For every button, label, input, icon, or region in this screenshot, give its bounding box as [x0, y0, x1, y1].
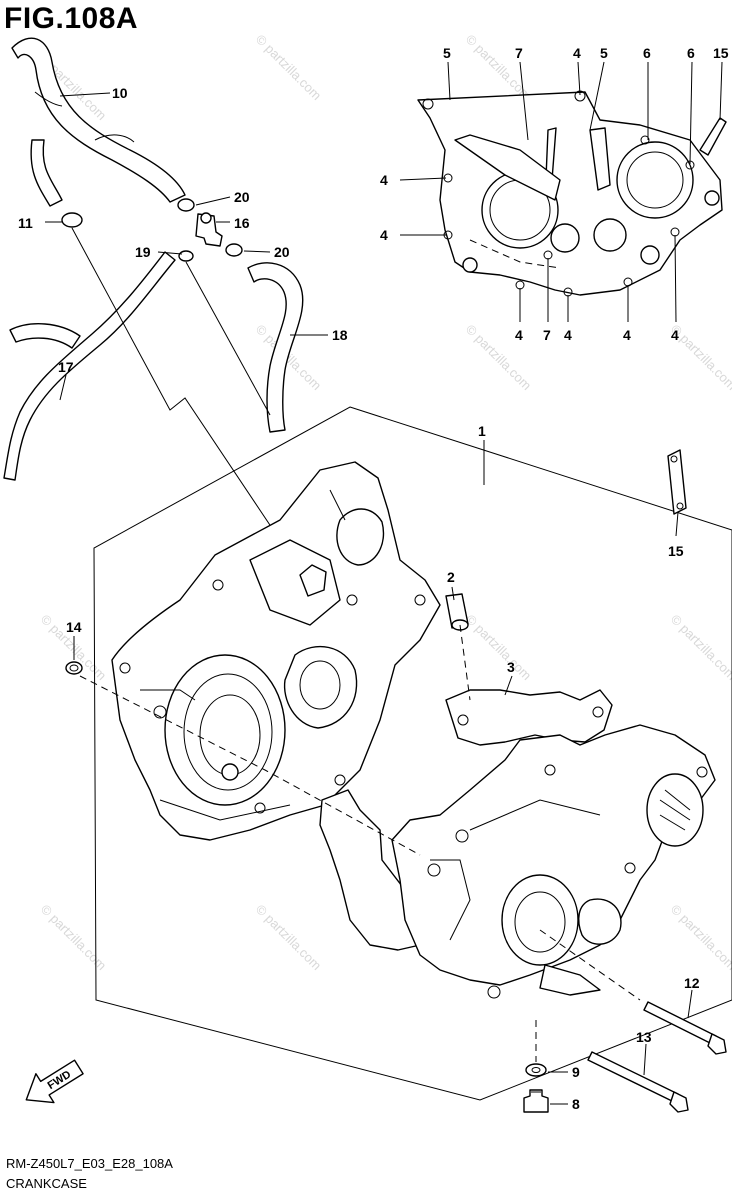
- watermark: © partzilla.com: [463, 612, 535, 684]
- watermark: © partzilla.com: [463, 32, 535, 104]
- bolt-8: [523, 1089, 549, 1113]
- callout-19: 19: [135, 244, 151, 260]
- callout-12: 12: [684, 975, 700, 991]
- callout-15: 15: [668, 543, 684, 559]
- callout-18: 18: [332, 327, 348, 343]
- crankcase-right-half: [391, 724, 716, 999]
- clamp-19: [178, 250, 194, 262]
- callout-4: 4: [515, 327, 523, 343]
- crankcase-top-view: [417, 90, 727, 297]
- watermark: © partzilla.com: [253, 32, 325, 104]
- callout-4: 4: [380, 227, 388, 243]
- gasket: [319, 689, 613, 951]
- bolt-12: [643, 1001, 727, 1055]
- watermark: © partzilla.com: [253, 902, 325, 974]
- bracket: [667, 449, 687, 515]
- callout-7: 7: [543, 327, 551, 343]
- dowel-pin: [445, 593, 469, 631]
- watermark: © partzilla.com: [38, 902, 110, 974]
- leader-lines: [59, 61, 723, 1105]
- callout-11: 11: [18, 215, 33, 231]
- callout-5: 5: [600, 45, 608, 61]
- callout-20: 20: [274, 244, 290, 260]
- callout-4: 4: [573, 45, 581, 61]
- joint-16: [195, 212, 223, 247]
- watermark: © partzilla.com: [668, 902, 732, 974]
- callout-10: 10: [112, 85, 128, 101]
- watermark: © partzilla.com: [668, 612, 732, 684]
- figure-model-code: RM-Z450L7_E03_E28_108A: [6, 1156, 173, 1171]
- callout-13: 13: [636, 1029, 652, 1045]
- watermark: © partzilla.com: [463, 322, 535, 394]
- callout-8: 8: [572, 1096, 580, 1112]
- callout-2: 2: [447, 569, 455, 585]
- clamp-20-lower: [225, 243, 243, 257]
- callout-6: 6: [643, 45, 651, 61]
- fwd-arrow: FWD: [25, 1059, 84, 1104]
- alignment-line: [459, 624, 471, 701]
- callout-3: 3: [507, 659, 515, 675]
- breather-hose-10: [11, 37, 186, 207]
- callout-4: 4: [671, 327, 679, 343]
- callout-6: 6: [687, 45, 695, 61]
- washer-9: [525, 1063, 547, 1077]
- alignment-line: [79, 675, 421, 856]
- callout-4: 4: [623, 327, 631, 343]
- callout-7: 7: [515, 45, 523, 61]
- assembly-boundary: [93, 406, 732, 1101]
- callout-14: 14: [66, 619, 82, 635]
- callout-labels: 10 20 11 16 19 20 18 17 5 7 4 5 6 6 15 4…: [18, 45, 729, 1112]
- callout-20: 20: [234, 189, 250, 205]
- bolt-13: [587, 1051, 689, 1113]
- crankcase-left-half: [111, 461, 441, 841]
- callout-4: 4: [380, 172, 388, 188]
- callout-4: 4: [564, 327, 572, 343]
- figure-section-name: CRANKCASE: [6, 1176, 87, 1191]
- clamp-11: [45, 212, 83, 228]
- hose-18: [247, 262, 304, 433]
- figure-title: FIG.108A: [4, 2, 139, 35]
- callout-1: 1: [478, 423, 486, 439]
- callout-9: 9: [572, 1064, 580, 1080]
- callout-5: 5: [443, 45, 451, 61]
- callout-16: 16: [234, 215, 250, 231]
- oil-seal: [65, 661, 83, 675]
- hose-17: [3, 251, 176, 481]
- clamp-20-upper: [177, 198, 195, 212]
- crankcase-exploded-diagram: © partzilla.com © partzilla.com © partzi…: [3, 32, 732, 1113]
- alignment-line: [539, 929, 641, 1001]
- callout-17: 17: [58, 359, 74, 375]
- callout-15: 15: [713, 45, 729, 61]
